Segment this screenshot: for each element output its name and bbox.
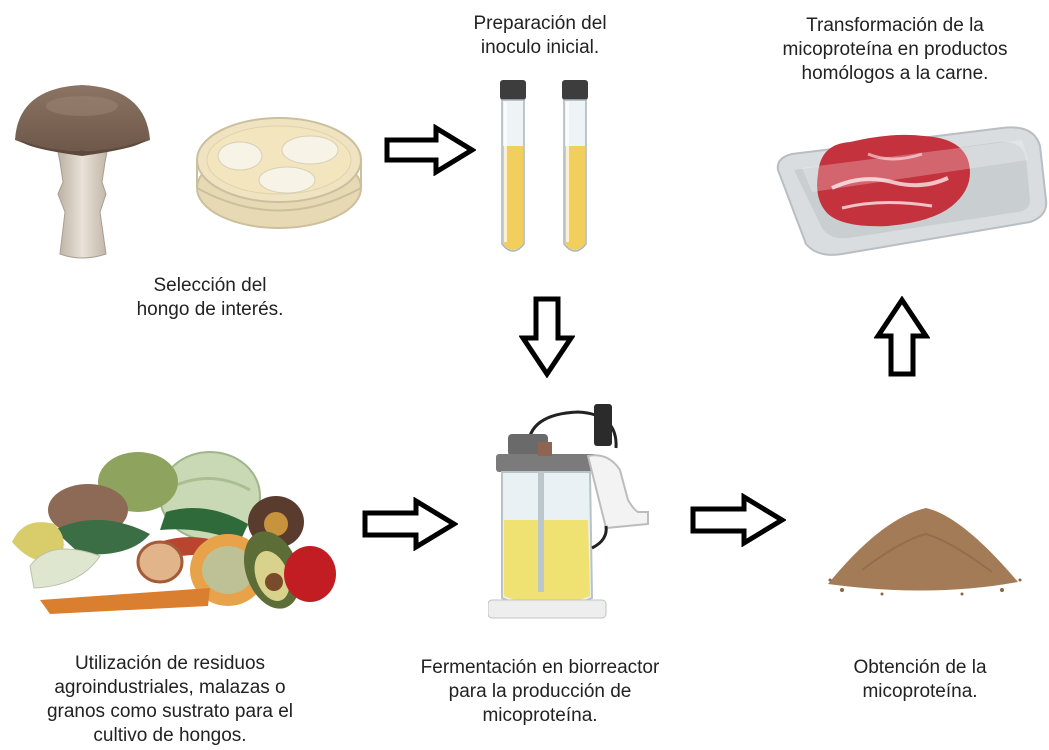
petri-dish-icon: [196, 117, 362, 229]
utilizacion-label: Utilización de residuos agroindustriales…: [46, 653, 294, 746]
powder-pile-icon: [828, 508, 1022, 596]
right-arrow-icon: [690, 493, 786, 547]
packaged-meat-icon: [776, 126, 1048, 256]
right-arrow-icon: [362, 497, 458, 551]
test-tubes-icon: [500, 80, 588, 252]
preparacion-label: Preparación del inoculo inicial.: [473, 13, 607, 58]
obtencion-label: Obtención de la micoproteína.: [853, 657, 987, 702]
transformacion-label: Transformación de la micoproteína en pro…: [782, 15, 1008, 84]
mushroom-icon: [15, 85, 150, 259]
bioreactor-icon: [488, 404, 649, 619]
fermentacion-label: Fermentación en biorreactor para la prod…: [420, 657, 660, 726]
up-arrow-icon: [874, 296, 930, 377]
down-arrow-icon: [519, 296, 575, 378]
seleccion-label: Selección del hongo de interés.: [136, 275, 284, 320]
vegetable-waste-icon: [12, 451, 336, 614]
right-arrow-icon: [384, 124, 476, 176]
